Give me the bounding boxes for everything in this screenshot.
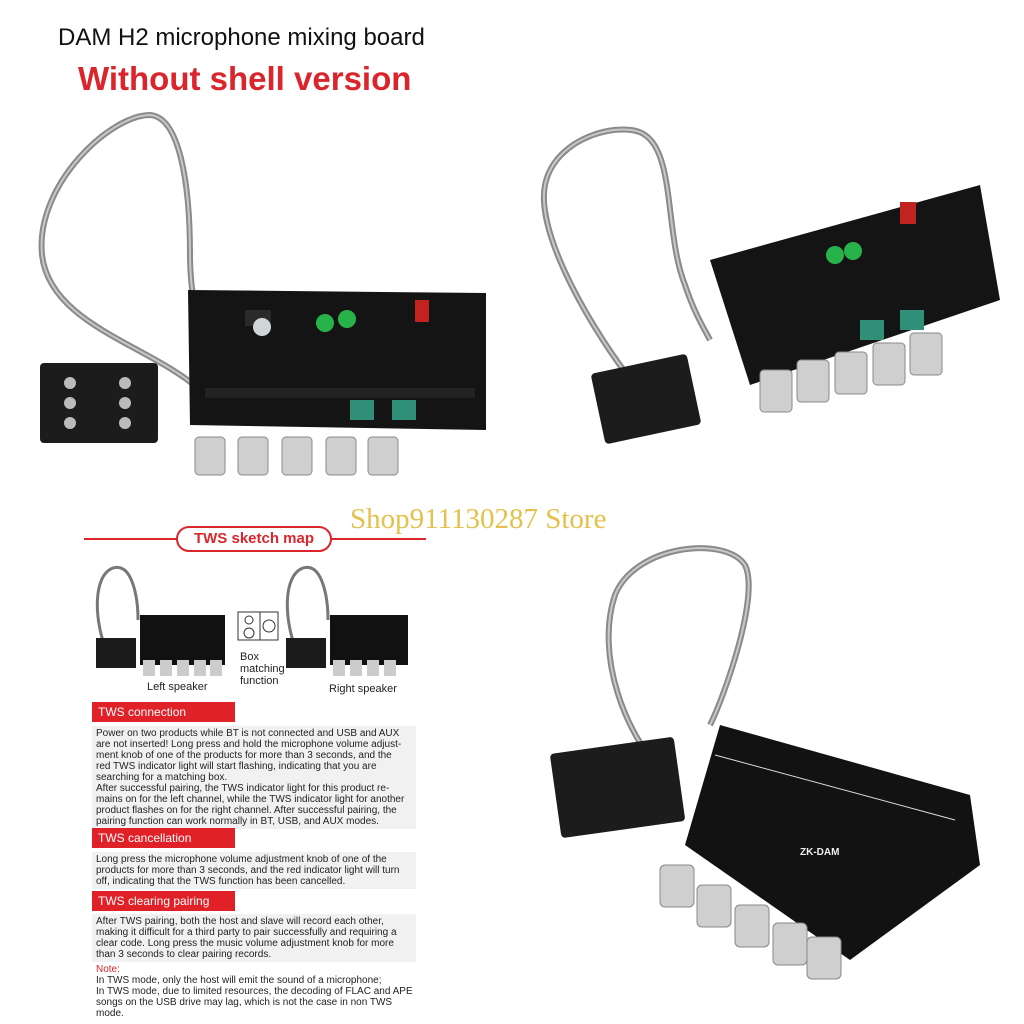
body-line: are not inserted! Long press and hold th… <box>96 739 402 750</box>
body-line: making it difficult for a third party to… <box>96 927 397 938</box>
tws-title-pill: TWS sketch map <box>176 526 332 552</box>
body-line: Long press the microphone volume adjustm… <box>96 854 387 865</box>
note-line: mode. <box>96 1008 124 1019</box>
body-line: pairing function can work normally in BT… <box>96 816 379 827</box>
box-caption-line-2: matching <box>240 663 285 675</box>
note-label: Note: <box>96 964 120 975</box>
board-photo-front <box>38 111 486 476</box>
tws-cancellation-body: Long press the microphone volume adjustm… <box>92 852 416 889</box>
board-photo-angled <box>540 126 1000 444</box>
note-line: In TWS mode, due to limited resources, t… <box>96 986 413 997</box>
left-speaker-caption: Left speaker <box>147 681 208 693</box>
body-line: off, indicating that the TWS function ha… <box>96 876 346 887</box>
tws-cancellation-heading: TWS cancellation <box>92 828 235 848</box>
note-line: In TWS mode, only the host will emit the… <box>96 975 382 986</box>
board-photo-enclosed: ZK-DAM <box>550 545 980 980</box>
enclosed-board-title: ZK-DAM <box>800 847 839 858</box>
body-line: product flashes on for the right channel… <box>96 805 397 816</box>
note-text: In TWS mode, only the host will emit the… <box>96 975 426 1019</box>
body-line: mains on for the left channel, while the… <box>96 794 405 805</box>
note-line: songs on the USB drive may lag, which is… <box>96 997 393 1008</box>
body-line: than 3 seconds to clear pairing records. <box>96 949 272 960</box>
tws-sketch-diagram <box>95 566 408 676</box>
body-line: red TWS indicator light will start flash… <box>96 761 377 772</box>
right-speaker-caption: Right speaker <box>329 683 397 695</box>
body-line: After successful pairing, the TWS indica… <box>96 783 390 794</box>
store-watermark: Shop911130287 Store <box>350 503 607 535</box>
page-title: DAM H2 microphone mixing board <box>58 24 425 51</box>
tws-connection-heading: TWS connection <box>92 702 235 722</box>
body-line: After TWS pairing, both the host and sla… <box>96 916 384 927</box>
box-caption-line-3: function <box>240 675 279 687</box>
body-line: clear code. Long press the music volume … <box>96 938 394 949</box>
body-line: products for more than 3 seconds, and th… <box>96 865 400 876</box>
tws-clearing-heading: TWS clearing pairing records <box>92 891 235 928</box>
body-line: Power on two products while BT is not co… <box>96 728 400 739</box>
body-line: searching for a matching box. <box>96 772 228 783</box>
page-subtitle: Without shell version <box>78 60 412 97</box>
box-caption-line-1: Box <box>240 651 259 663</box>
body-line: ment knob of one of the products for mor… <box>96 750 392 761</box>
tws-title: TWS sketch map <box>193 530 315 547</box>
tws-connection-body: Power on two products while BT is not co… <box>92 726 416 829</box>
tws-clearing-body: After TWS pairing, both the host and sla… <box>92 914 416 962</box>
